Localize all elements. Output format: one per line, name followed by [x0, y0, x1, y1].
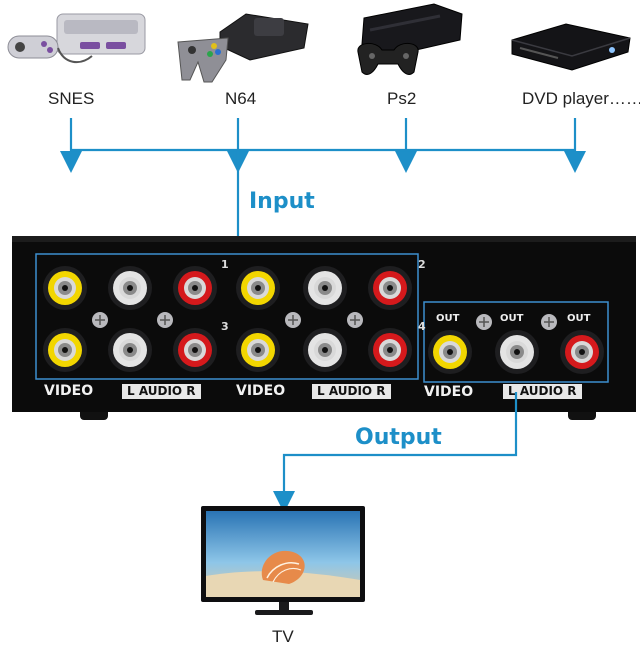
source-label-n64: N64 [225, 89, 257, 108]
switch-port-outlines [35, 253, 609, 383]
rca-ports [43, 266, 604, 374]
screw-1 [92, 312, 108, 328]
source-label-ps2: Ps2 [387, 89, 417, 108]
input-arrows [60, 118, 586, 261]
input-number-1: 1 [221, 258, 229, 271]
input-flow-label: Input [249, 189, 315, 214]
input-number-2: 2 [418, 258, 426, 271]
rca-port-input-bottom-4 [236, 328, 280, 372]
rca-port-input-bottom-6 [368, 328, 412, 372]
input-number-4: 4 [418, 320, 426, 333]
rca-port-input-top-3 [173, 266, 217, 310]
screw-2 [157, 312, 173, 328]
out-label-video: OUT [436, 313, 460, 324]
screw-out-1 [476, 314, 492, 330]
rca-port-output-audio-right [560, 330, 604, 374]
audio-label-2: L AUDIO R [312, 384, 391, 399]
dvd-player-icon [511, 23, 631, 71]
tv-icon [201, 506, 365, 615]
rca-port-output-video [428, 330, 472, 374]
switch-foot-left [80, 412, 108, 420]
source-label-snes: SNES [48, 89, 95, 108]
rca-port-layer [43, 266, 604, 374]
output-arrow [273, 392, 518, 513]
rca-port-input-bottom-3 [173, 328, 217, 372]
video-label-2: VIDEO [236, 383, 286, 399]
video-label-1: VIDEO [44, 383, 94, 399]
out-label-audio-right: OUT [567, 313, 591, 324]
snes-console-icon [7, 13, 146, 64]
rca-port-output-audio-left [495, 330, 539, 374]
input-number-3: 3 [221, 320, 229, 333]
audio-label-out: L AUDIO R [503, 384, 582, 399]
screw-4 [347, 312, 363, 328]
rca-port-input-bottom-5 [303, 328, 347, 372]
rca-port-input-top-4 [236, 266, 280, 310]
source-label-dvd: DVD player…… [522, 89, 640, 108]
rca-port-input-top-2 [108, 266, 152, 310]
rca-port-input-bottom-2 [108, 328, 152, 372]
rca-port-input-top-1 [43, 266, 87, 310]
switch-foot-right [568, 412, 596, 420]
output-flow-label: Output [355, 425, 442, 450]
screw-out-2 [541, 314, 557, 330]
rca-port-input-top-6 [368, 266, 412, 310]
video-label-out: VIDEO [424, 384, 474, 400]
screw-3 [285, 312, 301, 328]
target-label-tv: TV [272, 627, 294, 646]
rca-port-input-bottom-1 [43, 328, 87, 372]
out-label-audio-left: OUT [500, 313, 524, 324]
audio-label-1: L AUDIO R [122, 384, 201, 399]
ps2-console-icon [357, 3, 463, 75]
n64-console-icon [177, 13, 309, 83]
rca-port-input-top-5 [303, 266, 347, 310]
